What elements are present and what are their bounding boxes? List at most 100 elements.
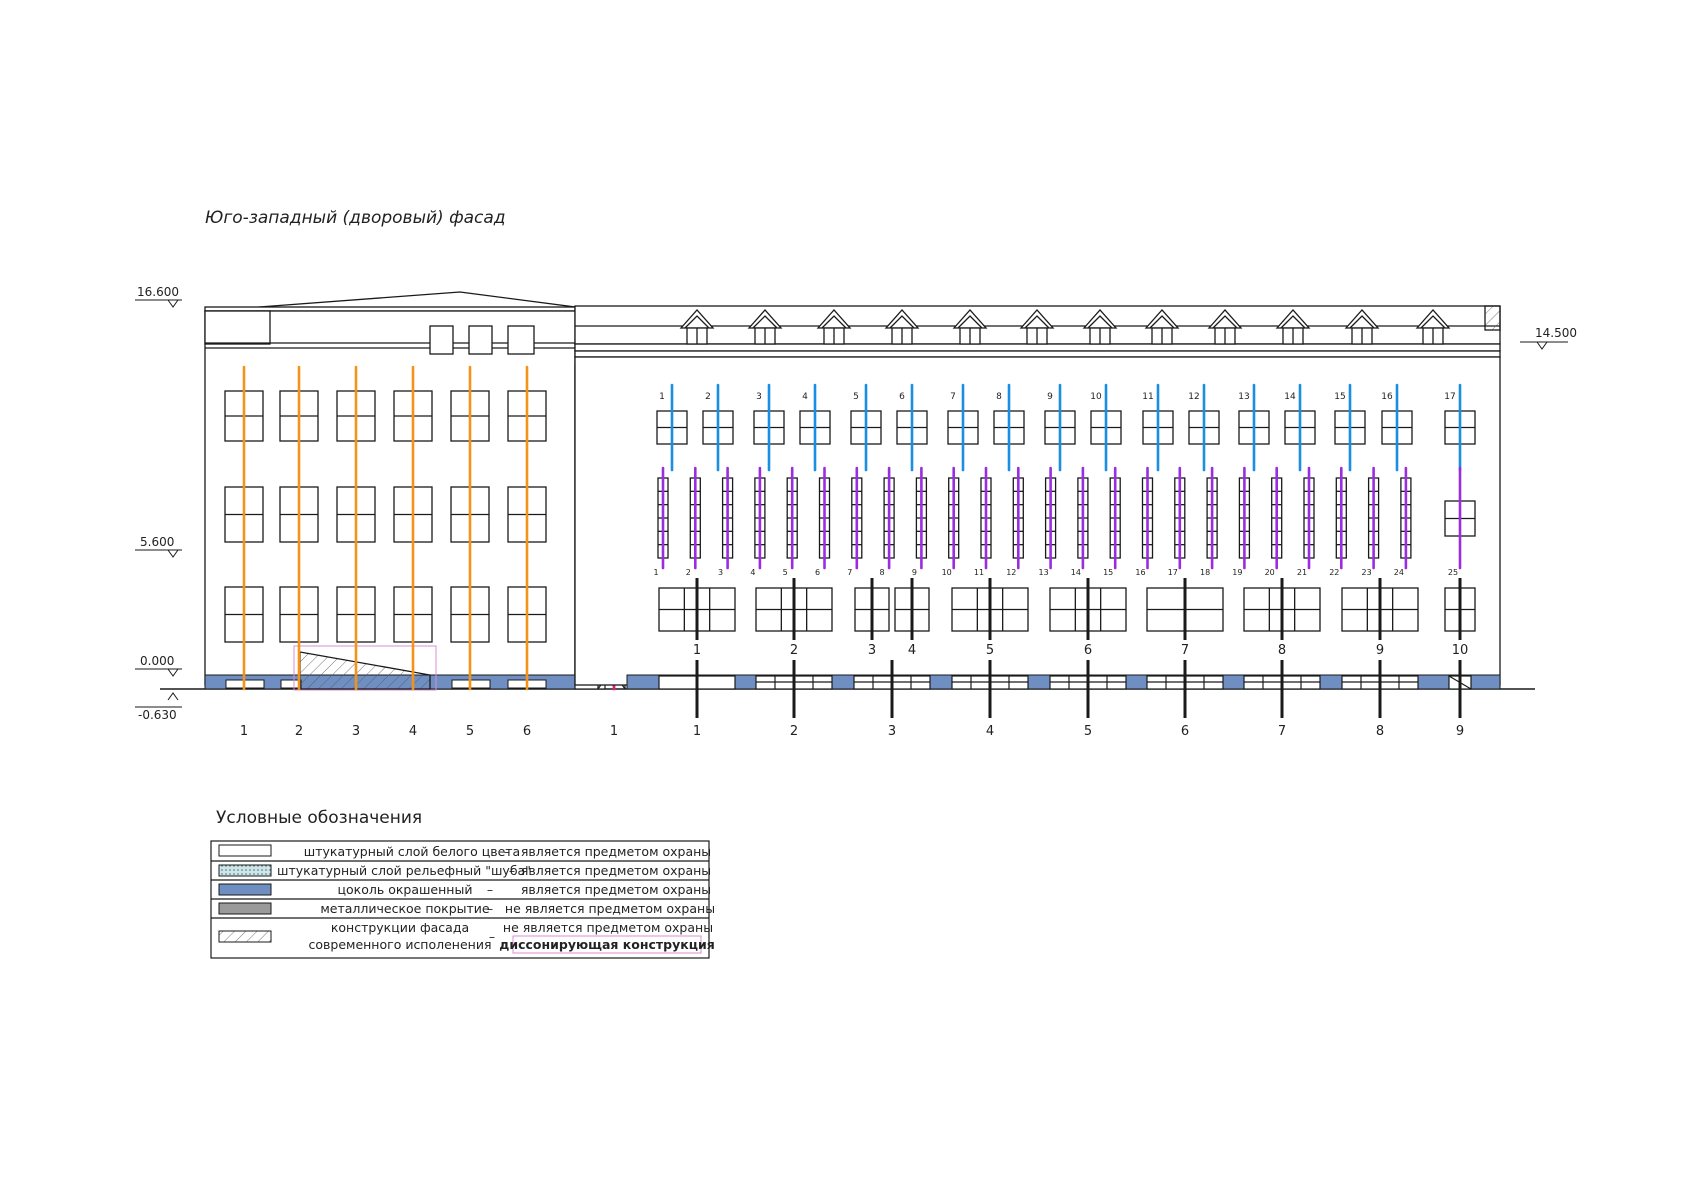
legend-row-1-name: штукатурный слой белого цвета	[304, 844, 520, 859]
middle-window-label: 11	[974, 568, 984, 577]
middle-window-label: 19	[1232, 568, 1242, 577]
dormer	[816, 309, 852, 345]
legend-row-5-dash: –	[489, 929, 495, 944]
plinth-axis-label: 8	[1376, 724, 1384, 739]
left-axis-label: 6	[523, 724, 531, 739]
left-axis-label: 4	[409, 724, 417, 739]
middle-window-label: 23	[1362, 568, 1372, 577]
dormer	[1144, 309, 1180, 345]
dormer-inner-gable	[821, 315, 847, 329]
dormer	[1415, 309, 1451, 345]
dormer	[679, 309, 715, 345]
dormer-inner-gable	[957, 315, 983, 329]
dormer-inner-gable	[1024, 315, 1050, 329]
left-axis-label: 2	[295, 724, 303, 739]
elevation-top-right: 14.500	[1535, 326, 1577, 340]
lower-window-label: 7	[1181, 643, 1189, 658]
upper-window-label: 13	[1238, 392, 1249, 402]
swatch-hatch	[218, 930, 272, 943]
legend-row-2-name: штукатурный слой рельефный "шуба"	[277, 863, 531, 878]
left-axis-label: 3	[352, 724, 360, 739]
middle-window-label: 10	[942, 568, 952, 577]
swatch-plinth	[218, 883, 272, 896]
upper-window-label: 17	[1444, 392, 1455, 402]
middle-window-label: 21	[1297, 568, 1307, 577]
middle-window-label: 1	[653, 568, 658, 577]
middle-window-label: 2	[686, 568, 691, 577]
dormer-inner-gable	[1349, 315, 1375, 329]
plinth-axis-label: 5	[1084, 724, 1092, 739]
plinth-axis-label: 9	[1456, 724, 1464, 739]
upper-window-label: 4	[802, 392, 808, 402]
dormer-inner-gable	[1420, 315, 1446, 329]
middle-window-label: 17	[1168, 568, 1178, 577]
dormer	[884, 309, 920, 345]
swatch-textured-plaster	[218, 864, 272, 877]
middle-window-label: 3	[718, 568, 723, 577]
lower-window-label: 5	[986, 643, 994, 658]
middle-window-label: 12	[1006, 568, 1016, 577]
middle-window-label: 24	[1394, 568, 1404, 577]
stair-axis-label: 1	[610, 724, 618, 739]
elevation-mid-left: 5.600	[140, 535, 174, 549]
upper-window-label: 8	[996, 392, 1002, 402]
legend-row-5-name-2: современного исполенения	[309, 937, 492, 952]
legend-row-4-status: не является предметом охраны	[505, 901, 715, 916]
lower-window-label: 8	[1278, 643, 1286, 658]
elevation-bottom-left: -0.630	[138, 708, 177, 722]
drawing-title: Юго-западный (дворовый) фасад	[205, 208, 506, 228]
middle-window-label: 7	[847, 568, 852, 577]
middle-window-label: 4	[750, 568, 755, 577]
upper-window-label: 15	[1334, 392, 1345, 402]
middle-window-label: 18	[1200, 568, 1210, 577]
lower-window-label: 3	[868, 643, 876, 658]
plinth-axis-label: 2	[790, 724, 798, 739]
legend-row-5-status-2: диссонирующая конструкция	[499, 937, 715, 952]
legend-row-1-dash: –	[504, 844, 510, 859]
middle-window-label: 25	[1448, 568, 1458, 577]
upper-window-label: 1	[659, 392, 665, 402]
lower-window-label: 6	[1084, 643, 1092, 658]
upper-window-label: 14	[1284, 392, 1296, 402]
swatch-metal	[218, 902, 272, 915]
middle-window-label: 9	[912, 568, 917, 577]
elevation-markers	[135, 299, 1568, 708]
middle-window-label: 13	[1039, 568, 1049, 577]
lower-window-label: 10	[1452, 643, 1469, 658]
dormer-inner-gable	[1087, 315, 1113, 329]
legend-row-3-dash: –	[487, 882, 493, 897]
upper-window-label: 10	[1090, 392, 1102, 402]
legend-row-2-dash: –	[509, 863, 515, 878]
upper-window-label: 12	[1188, 392, 1199, 402]
dormer	[952, 309, 988, 345]
legend-row-4-dash: –	[487, 901, 493, 916]
dormer	[1082, 309, 1118, 345]
dormer-inner-gable	[684, 315, 710, 329]
dormer-inner-gable	[1280, 315, 1306, 329]
swatch-white-plaster	[218, 844, 272, 857]
legend-table	[210, 840, 710, 959]
legend-row-2-status: является предметом охраны	[521, 863, 711, 878]
dissonant-label-frame	[512, 935, 702, 954]
left-axis-label: 1	[240, 724, 248, 739]
middle-window-label: 8	[880, 568, 885, 577]
upper-window-label: 11	[1142, 392, 1153, 402]
middle-window-label: 15	[1103, 568, 1113, 577]
legend-row-4-name: металлическое покрытие	[320, 901, 490, 916]
roof-dormers	[679, 309, 1451, 345]
upper-window-label: 5	[853, 392, 859, 402]
dormer	[747, 309, 783, 345]
legend-row-3-status: является предметом охраны	[521, 882, 711, 897]
plinth-axis-label: 7	[1278, 724, 1286, 739]
legend-row-1-status: является предметом охраны	[521, 844, 711, 859]
middle-window-label: 22	[1329, 568, 1339, 577]
dormer-inner-gable	[1212, 315, 1238, 329]
plinth-axis-label: 6	[1181, 724, 1189, 739]
lower-window-label: 1	[693, 643, 701, 658]
legend-row-5-name: конструкции фасада	[331, 920, 469, 935]
plinth-axis-label: 1	[693, 724, 701, 739]
